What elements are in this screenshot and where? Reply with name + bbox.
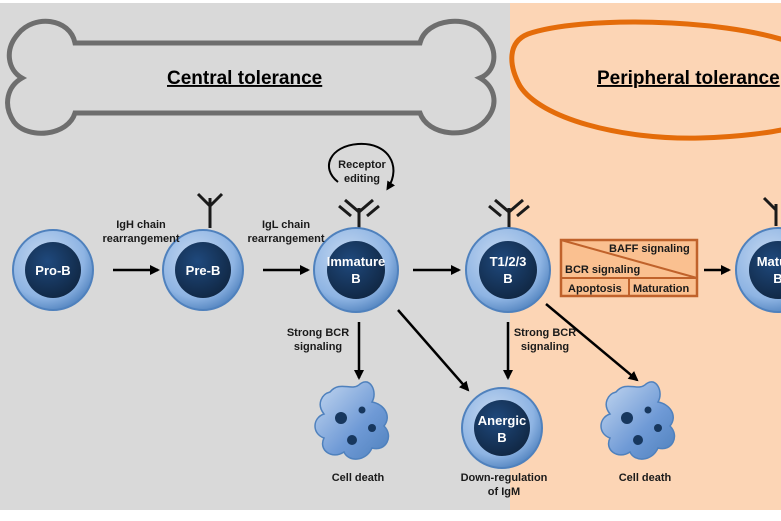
apoptosis-label: Apoptosis bbox=[568, 283, 622, 295]
bcr-icon-immature-b bbox=[338, 198, 380, 228]
dead-cell-icon-1 bbox=[314, 381, 390, 460]
receptor-editing-label-1: Receptor bbox=[338, 159, 386, 171]
baff-signaling-label: BAFF signaling bbox=[609, 243, 690, 255]
igl-label-1: IgL chain bbox=[262, 219, 310, 231]
bcr-icon-pre-b bbox=[196, 192, 224, 228]
immature-b-label-2: B bbox=[351, 271, 360, 286]
mature-b-label-1: Mature bbox=[757, 254, 781, 269]
bcr-signaling-label: BCR signaling bbox=[565, 264, 640, 276]
t123-b-label-2: B bbox=[503, 271, 512, 286]
down-regulation-label-2: of IgM bbox=[488, 486, 520, 498]
receptor-editing-label-2: editing bbox=[344, 173, 380, 185]
strong-bcr-label-2b: signaling bbox=[521, 341, 569, 353]
top-border bbox=[0, 0, 781, 3]
signaling-box: BAFF signaling BCR signaling Apoptosis M… bbox=[559, 238, 699, 298]
strong-bcr-label-1b: signaling bbox=[294, 341, 342, 353]
igh-label-2: rearrangement bbox=[102, 233, 179, 245]
bcr-icon-t123-b bbox=[488, 198, 530, 228]
cell-death-label-2: Cell death bbox=[619, 472, 672, 484]
pre-b-label: Pre-B bbox=[186, 263, 221, 278]
igh-label-1: IgH chain bbox=[116, 219, 166, 231]
anergic-b-label-2: B bbox=[497, 430, 506, 445]
cell-death-label-1: Cell death bbox=[332, 472, 385, 484]
strong-bcr-label-2a: Strong BCR bbox=[514, 327, 576, 339]
lymph-node-outline-icon bbox=[509, 19, 781, 141]
strong-bcr-label-1a: Strong BCR bbox=[287, 327, 349, 339]
receptor-editing-arrow bbox=[327, 142, 396, 191]
bone-outline-icon bbox=[5, 18, 497, 136]
anergic-b-label-1: Anergic bbox=[478, 413, 526, 428]
t123-b-label-1: T1/2/3 bbox=[490, 254, 527, 269]
dead-cell-icon-2 bbox=[600, 381, 676, 460]
mature-b-cell: Mature B bbox=[735, 227, 781, 313]
bottom-border bbox=[0, 510, 781, 516]
pro-b-cell: Pro-B bbox=[12, 229, 94, 311]
down-regulation-label-1: Down-regulation bbox=[461, 472, 548, 484]
central-tolerance-title: Central tolerance bbox=[167, 68, 322, 89]
peripheral-tolerance-title: Peripheral tolerance bbox=[597, 68, 780, 89]
arrow-t123-to-death bbox=[545, 303, 639, 382]
immature-b-label-1: Immature bbox=[327, 254, 386, 269]
pre-b-cell: Pre-B bbox=[162, 229, 244, 311]
t123-b-cell: T1/2/3 B bbox=[465, 227, 551, 313]
pro-b-label: Pro-B bbox=[35, 263, 70, 278]
igl-label-2: rearrangement bbox=[247, 233, 324, 245]
anergic-b-cell: Anergic B bbox=[461, 387, 543, 469]
mature-b-label-2: B bbox=[773, 271, 781, 286]
arrow-immature-to-anergic bbox=[397, 309, 470, 392]
bcr-icon-mature-b bbox=[762, 196, 778, 226]
maturation-label: Maturation bbox=[633, 283, 690, 295]
immature-b-cell: Immature B bbox=[313, 227, 399, 313]
